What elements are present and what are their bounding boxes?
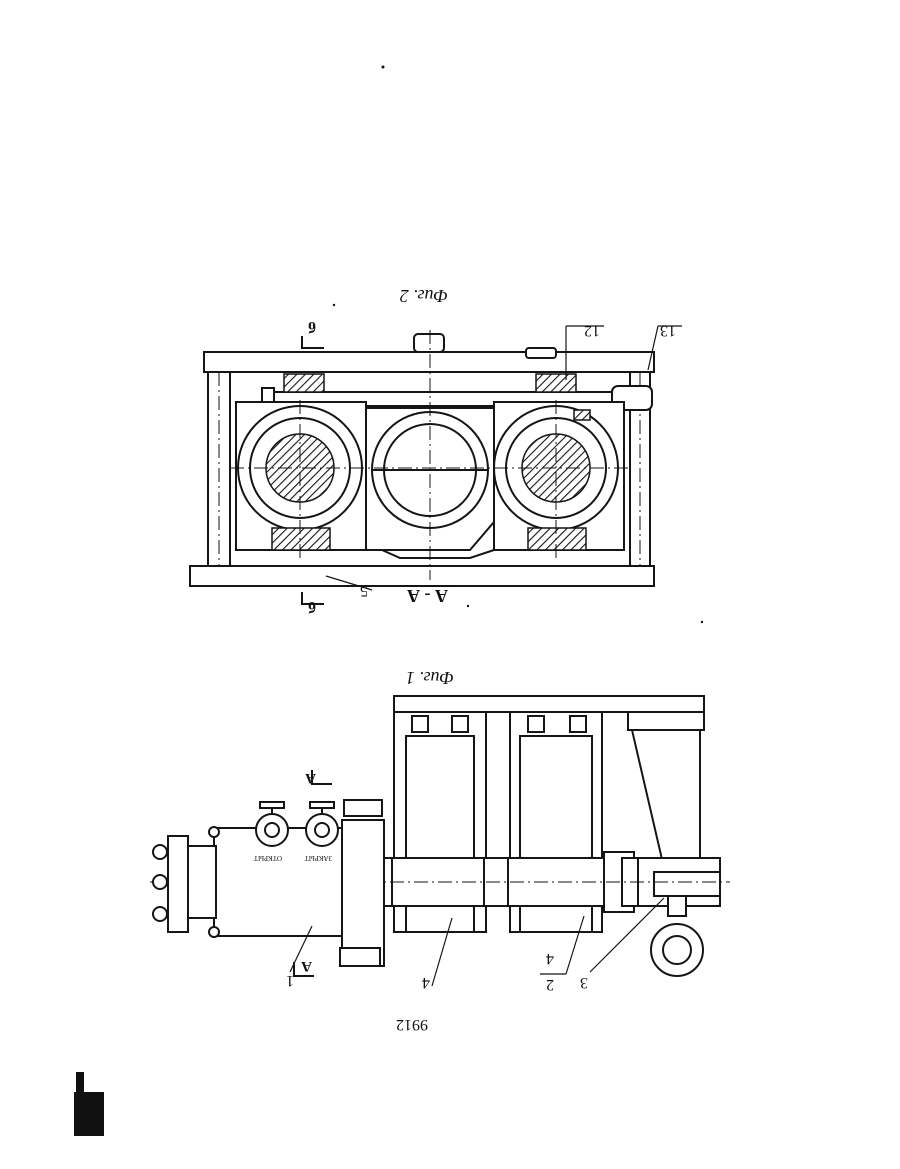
shaft-end bbox=[654, 872, 720, 896]
callout-4b: 4 bbox=[546, 950, 554, 967]
mount-flange-foot bbox=[340, 948, 380, 966]
mount-flange-cap bbox=[344, 800, 382, 816]
section-b-label-bottom: б bbox=[308, 598, 316, 615]
callout-13: 13 bbox=[660, 322, 676, 339]
tie-block-right bbox=[536, 374, 576, 392]
frame-top-bar bbox=[204, 352, 654, 372]
section-b-label-top: б bbox=[308, 318, 316, 335]
callout-5: 5 bbox=[360, 582, 368, 599]
bolt-head bbox=[526, 348, 556, 358]
right-key bbox=[574, 410, 590, 420]
valve-right-label: ЗАКРЫТ bbox=[304, 854, 332, 862]
valve-right-body bbox=[306, 814, 338, 846]
section-aa-label: А - А bbox=[407, 586, 448, 606]
callout-1: 1 bbox=[286, 972, 294, 989]
valve-right-handle bbox=[310, 802, 334, 808]
callout-4: 4 bbox=[422, 974, 430, 991]
end-bolt-3 bbox=[153, 907, 167, 921]
section-a-label-bottom: А bbox=[301, 958, 312, 974]
middle-column-bolt-b bbox=[570, 716, 586, 732]
callout-2: 2 bbox=[546, 976, 554, 993]
motor-bolt-bottom bbox=[209, 927, 219, 937]
right-support-block bbox=[528, 528, 586, 550]
figure-1-caption: Фиг. 1 bbox=[406, 668, 454, 688]
top-knob bbox=[414, 334, 444, 352]
page-number: 9912 bbox=[396, 1016, 428, 1033]
section-a-label-top: А bbox=[305, 770, 316, 786]
callout-12: 12 bbox=[584, 322, 600, 339]
eye-hook-neck bbox=[668, 896, 686, 916]
motor-bolt-top bbox=[209, 827, 219, 837]
eye-hook-ring bbox=[651, 924, 703, 976]
callout-3: 3 bbox=[580, 974, 588, 991]
right-bracket-top bbox=[628, 712, 704, 730]
figure-2: б б 12 13 5 А - А Фиг. 2 bbox=[190, 286, 682, 615]
right-bracket-gusset bbox=[632, 730, 700, 868]
left-column-bolt-b bbox=[452, 716, 468, 732]
end-flange bbox=[168, 836, 188, 932]
motor-endcap bbox=[186, 846, 216, 918]
figure-2-caption: Фиг. 2 bbox=[400, 286, 448, 306]
mount-flange bbox=[342, 820, 384, 966]
section-mark-top bbox=[302, 336, 324, 348]
figure-1: ОТКРЫТ ЗАКРЫТ А А 1 4 4 2 3 Фиг. 1 9912 bbox=[150, 668, 730, 1033]
end-bolt-2 bbox=[153, 875, 167, 889]
valve-left-body bbox=[256, 814, 288, 846]
end-bolt-1 bbox=[153, 845, 167, 859]
top-plate bbox=[394, 696, 704, 712]
left-support-block bbox=[272, 528, 330, 550]
middle-column-bolt-a bbox=[528, 716, 544, 732]
left-column-bolt-a bbox=[412, 716, 428, 732]
valve-left-label: ОТКРЫТ bbox=[253, 854, 282, 862]
valve-left-handle bbox=[260, 802, 284, 808]
tie-block-left bbox=[284, 374, 324, 392]
scan-mark bbox=[74, 1092, 104, 1136]
frame-bottom-bar bbox=[190, 566, 654, 586]
